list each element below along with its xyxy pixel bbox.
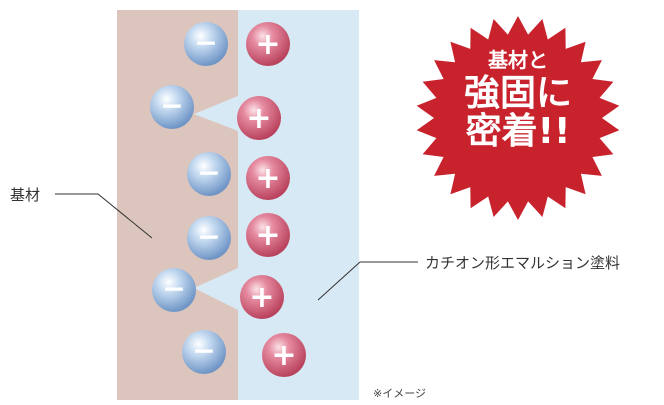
substrate-leader-line <box>55 193 153 239</box>
coating-label: カチオン形エマルション塗料 <box>425 254 621 272</box>
positive-ion: + <box>246 156 290 200</box>
starburst-badge <box>416 16 620 220</box>
positive-ion: + <box>237 96 281 140</box>
svg-text:+: + <box>255 218 280 253</box>
negative-ion: − <box>187 216 231 260</box>
svg-text:−: − <box>192 334 215 367</box>
negative-ion: − <box>182 330 226 374</box>
penetration-notch-upper <box>194 96 238 131</box>
substrate-label: 基材 <box>10 186 41 204</box>
positive-ion: + <box>262 333 306 377</box>
svg-text:+: + <box>249 280 274 315</box>
positive-ion: + <box>240 275 284 319</box>
positive-ion: + <box>246 213 290 257</box>
svg-text:+: + <box>255 161 280 196</box>
badge-text: 基材と 強固に 密着!! <box>438 50 598 151</box>
image-note: ※イメージ <box>373 387 426 400</box>
svg-text:+: + <box>271 338 296 373</box>
negative-ion: − <box>184 22 228 66</box>
svg-text:−: − <box>197 220 220 253</box>
positive-ion: + <box>246 22 290 66</box>
negative-ion: − <box>187 152 231 196</box>
badge-line-1: 基材と <box>488 48 548 72</box>
negative-ion: − <box>152 268 196 312</box>
svg-text:+: + <box>255 27 280 62</box>
negative-ion: − <box>150 85 194 129</box>
svg-text:−: − <box>197 156 220 189</box>
coating-layer <box>238 10 359 400</box>
badge-line-3: 密着!! <box>465 110 571 152</box>
svg-text:+: + <box>246 101 271 136</box>
coating-leader-line <box>317 261 418 301</box>
badge-line-2: 強固に <box>463 73 572 114</box>
svg-text:−: − <box>194 26 217 59</box>
svg-text:−: − <box>162 272 185 305</box>
penetration-notch-lower <box>194 268 238 310</box>
svg-text:−: − <box>160 89 183 122</box>
